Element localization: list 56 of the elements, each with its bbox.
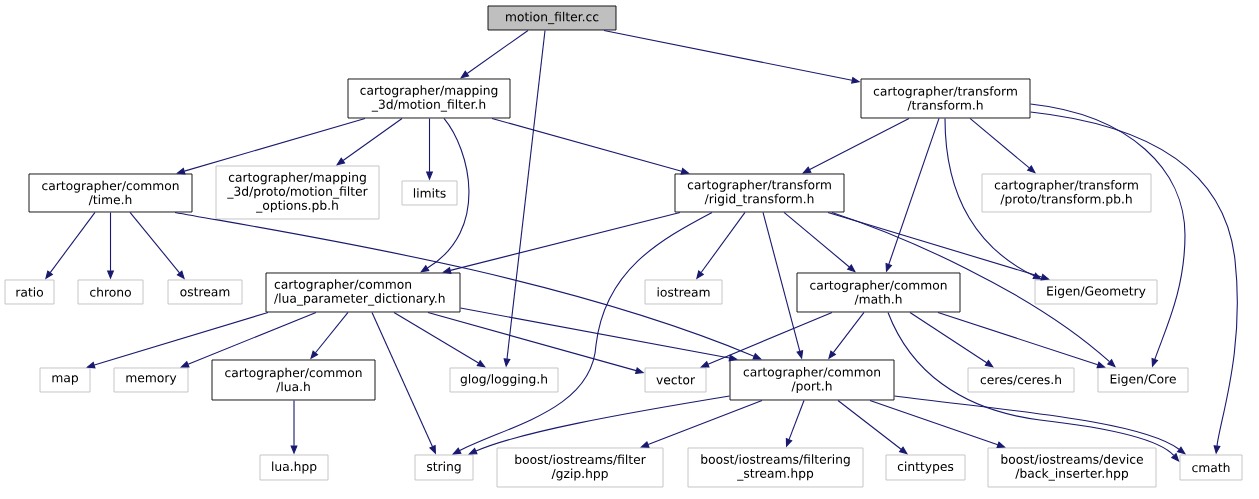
arrow [837,399,908,455]
arrow [176,117,366,175]
arrow [468,395,731,455]
arrow [831,211,1116,368]
file-box: ostream [167,279,243,305]
arrow [442,211,681,274]
arrow [783,211,856,273]
arrow [969,117,1036,174]
file-box: ratio [4,279,55,305]
arrow [944,117,1042,280]
file-box: cartographer/mapping _3d/motion_filter.h [347,78,511,119]
file-box: lua.hpp [259,454,329,481]
file-box: map [39,367,91,393]
arrow [460,29,529,79]
file-box: iostream [644,279,723,305]
arrow [909,311,994,368]
arrow [459,307,738,362]
file-box: cmath [1179,454,1243,481]
file-box: Eigen/Geometry [1034,279,1158,305]
arrow [827,211,1050,281]
file-box: string [414,454,474,481]
file-box: cartographer/common /lua.h [211,359,376,401]
arrow [893,395,1186,455]
file-box: cartographer/common /port.h [729,359,895,401]
file-box: cartographer/transform /transform.h [860,78,1031,119]
arrow [452,211,713,455]
file-box: boost/iostreams/device /back_inserter.hpp [987,447,1157,488]
arrow [336,117,403,166]
arrow [393,311,486,368]
arrow [420,117,470,273]
arrow [802,117,910,174]
file-box: cinttypes [885,454,966,481]
arrow [887,311,1180,462]
file-box: boost/iostreams/filtering _stream.hpp [687,447,864,488]
file-box: motion_filter.cc [487,5,617,31]
file-box: cartographer/common /time.h [28,173,193,213]
arrow [700,311,833,368]
arrow [86,311,269,369]
file-box: boost/iostreams/filter /gzip.hpp [496,447,664,488]
file-box: memory [113,367,189,393]
file-box: Eigen/Core [1097,367,1189,393]
file-box: cartographer/transform /proto/transform.pb.h [981,173,1152,213]
arrow [640,399,763,448]
arrow [937,311,1106,369]
file-box: limits [401,180,458,206]
file-box: cartographer/common /lua_parameter_dictionary.h [265,272,461,313]
arrow [174,211,762,360]
file-box: vector [644,367,707,393]
file-box: ceres/ceres.h [967,367,1075,393]
file-box: glog/logging.h [449,367,559,393]
arrow [491,117,690,175]
file-box: cartographer/transform /rigid_transform.h [674,173,845,213]
file-box: cartographer/common /math.h [796,272,961,313]
arrow [180,311,317,368]
file-box: chrono [77,279,144,305]
file-box: cartographer/mapping _3d/proto/motion_filter _options.pb.h [215,165,380,220]
